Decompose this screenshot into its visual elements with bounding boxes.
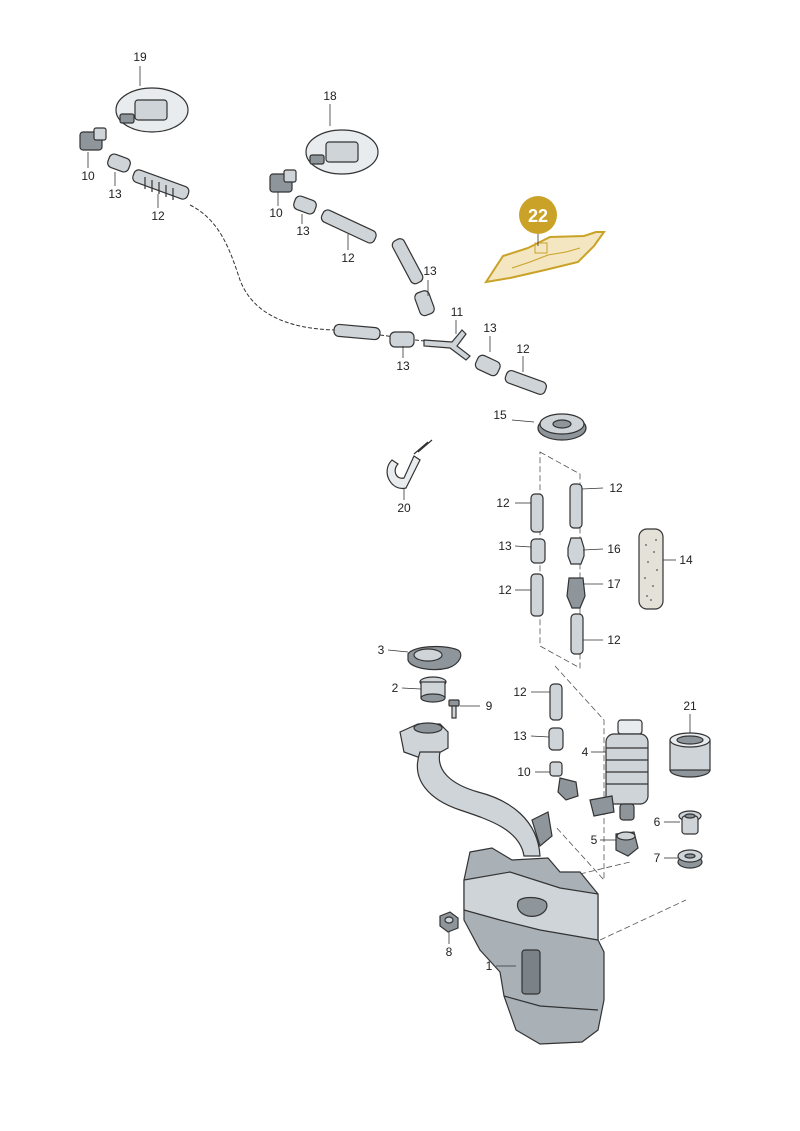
protective-sleeve-14[interactable] bbox=[638, 528, 664, 610]
callout-13: 13 bbox=[423, 264, 437, 278]
washer-pump-4[interactable] bbox=[589, 719, 649, 821]
callout-12: 12 bbox=[607, 633, 621, 647]
connector-10-lower[interactable] bbox=[549, 761, 579, 801]
grommet-6[interactable] bbox=[678, 810, 702, 835]
assembly-box-lower bbox=[554, 665, 605, 882]
assembly-box-upper bbox=[539, 451, 581, 669]
callout-16: 16 bbox=[607, 542, 621, 556]
filler-neck[interactable] bbox=[399, 722, 541, 857]
sleeve-13-col-left[interactable] bbox=[530, 538, 546, 564]
callout-10: 10 bbox=[81, 169, 95, 183]
callout-13: 13 bbox=[108, 187, 122, 201]
callout-12: 12 bbox=[341, 251, 355, 265]
sleeve-13-lower[interactable] bbox=[548, 727, 564, 751]
washer-fluid-tank-1[interactable] bbox=[463, 811, 605, 1045]
callout-19: 19 bbox=[133, 50, 147, 64]
callout-5: 5 bbox=[591, 833, 598, 847]
callout-17: 17 bbox=[607, 577, 621, 591]
callout-11: 11 bbox=[451, 305, 464, 319]
check-valve-16[interactable] bbox=[567, 537, 585, 565]
callout-labels: 19 18 10 13 12 10 13 12 13 11 13 13 12 1… bbox=[81, 50, 697, 973]
highlight-badge-22: 22 bbox=[519, 196, 557, 246]
callout-13: 13 bbox=[396, 359, 410, 373]
callout-8: 8 bbox=[446, 945, 453, 959]
sleeve-13-left[interactable] bbox=[106, 153, 131, 174]
highlight-badge-label: 22 bbox=[528, 206, 548, 226]
callout-13: 13 bbox=[498, 539, 512, 553]
grommet-7[interactable] bbox=[677, 849, 703, 869]
callout-15: 15 bbox=[493, 408, 507, 422]
callout-21: 21 bbox=[683, 699, 697, 713]
filler-cap-3[interactable] bbox=[407, 645, 462, 671]
hose-12-left[interactable] bbox=[131, 168, 190, 200]
sleeve-13-y[interactable] bbox=[474, 354, 502, 378]
callout-14: 14 bbox=[679, 553, 693, 567]
washer-hose-left bbox=[189, 204, 341, 331]
grommet-15[interactable] bbox=[537, 413, 587, 441]
hose-12-col-left-bottom[interactable] bbox=[530, 573, 544, 617]
ring-21[interactable] bbox=[669, 732, 711, 778]
sleeve-13-horizontal[interactable] bbox=[389, 331, 415, 348]
pump-grommet-5[interactable] bbox=[615, 831, 639, 857]
callout-13: 13 bbox=[483, 321, 497, 335]
callout-3: 3 bbox=[378, 643, 385, 657]
hose-12-lower[interactable] bbox=[549, 683, 563, 721]
hose-12-vertical[interactable] bbox=[391, 237, 425, 285]
callout-12: 12 bbox=[151, 209, 165, 223]
callout-12: 12 bbox=[496, 496, 510, 510]
y-connector-11[interactable] bbox=[423, 329, 471, 361]
washer-nozzle-18[interactable] bbox=[305, 129, 379, 175]
callout-12: 12 bbox=[513, 685, 527, 699]
nut-8[interactable] bbox=[439, 911, 459, 933]
callout-12: 12 bbox=[516, 342, 530, 356]
callout-18: 18 bbox=[323, 89, 337, 103]
callout-13: 13 bbox=[296, 224, 310, 238]
connector-10-right[interactable] bbox=[269, 169, 297, 193]
callout-9: 9 bbox=[486, 699, 493, 713]
strainer-2[interactable] bbox=[419, 676, 447, 703]
callout-12: 12 bbox=[498, 583, 512, 597]
callout-7: 7 bbox=[654, 851, 661, 865]
callout-1: 1 bbox=[486, 959, 493, 973]
callout-2: 2 bbox=[392, 681, 399, 695]
bracket-22-highlighted[interactable] bbox=[483, 231, 606, 284]
sleeve-13-mid[interactable] bbox=[413, 289, 435, 317]
sleeve-13-right[interactable] bbox=[292, 195, 317, 216]
screw-9[interactable] bbox=[448, 699, 460, 719]
connector-10-left[interactable] bbox=[79, 127, 107, 151]
hose-12-horizontal[interactable] bbox=[333, 323, 381, 341]
callout-10: 10 bbox=[517, 765, 531, 779]
hose-12-col-left-top[interactable] bbox=[530, 493, 544, 533]
callout-6: 6 bbox=[654, 815, 661, 829]
hose-12-y[interactable] bbox=[504, 369, 548, 396]
hose-12-col-right-bottom[interactable] bbox=[570, 613, 584, 655]
tank-guide-lines bbox=[579, 861, 687, 941]
callout-13: 13 bbox=[513, 729, 527, 743]
washer-nozzle-19[interactable] bbox=[115, 87, 189, 133]
leader-lines bbox=[87, 66, 691, 967]
callout-4: 4 bbox=[582, 745, 589, 759]
hose-12-col-right-top[interactable] bbox=[569, 483, 583, 529]
callout-12: 12 bbox=[609, 481, 623, 495]
callout-20: 20 bbox=[397, 501, 411, 515]
callout-10: 10 bbox=[269, 206, 283, 220]
hose-12-right[interactable] bbox=[320, 208, 378, 244]
hose-clamp-20[interactable] bbox=[386, 439, 433, 490]
check-valve-17[interactable] bbox=[566, 577, 586, 609]
